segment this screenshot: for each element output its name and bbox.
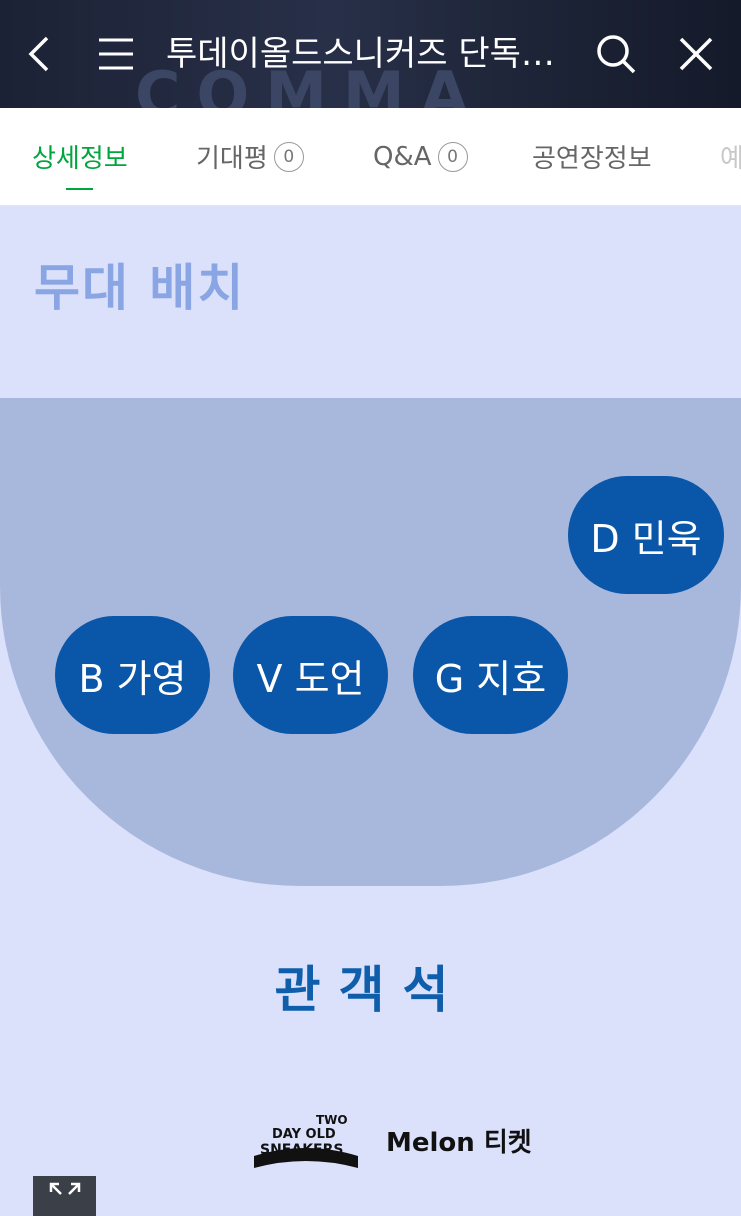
count-badge: 0 [437, 141, 468, 172]
search-icon [597, 35, 636, 74]
svg-text:DAY OLD: DAY OLD [272, 1127, 336, 1142]
header-background-text: COMMA [135, 58, 485, 108]
melon-ticket-logo: Melon 티켓 [386, 1122, 532, 1159]
tab-details[interactable]: 상세정보 [32, 108, 128, 205]
count-badge: 0 [273, 141, 304, 172]
tab-more[interactable]: 예 [720, 108, 741, 205]
ticket-suffix: 티켓 [483, 1128, 532, 1158]
page-title: 투데이올드스니커즈 단독콘서트 [166, 34, 576, 74]
tab-qna[interactable]: Q&A 0 [373, 108, 468, 205]
footer-logos: TWO DAY OLD SNEAKERS Melon 티켓 [250, 1110, 570, 1170]
tab-label: 기대평 [196, 144, 268, 174]
close-icon [679, 37, 713, 71]
close-button[interactable] [668, 24, 724, 84]
menu-button[interactable] [88, 24, 144, 84]
tab-bar: 상세정보 기대평 0 Q&A 0 공연장정보 예 [0, 108, 741, 206]
member-bubble-bass: B 가영 [55, 616, 210, 734]
audience-label: 관객석 [274, 961, 467, 1019]
active-tab-indicator [66, 188, 93, 190]
tab-venue-info[interactable]: 공연장정보 [532, 108, 652, 205]
melon-wordmark: Melon [386, 1128, 475, 1158]
member-bubble-guitar: G 지호 [413, 616, 568, 734]
tab-label: Q&A [373, 141, 432, 172]
tab-label: 상세정보 [32, 144, 128, 174]
tab-label: 공연장정보 [532, 144, 652, 174]
top-bar: COMMA 투데이올드스니커즈 단독콘서트 [0, 0, 741, 108]
section-title: 무대 배치 [34, 259, 246, 317]
search-button[interactable] [588, 24, 644, 84]
chevron-left-icon [28, 36, 49, 72]
svg-text:SNEAKERS: SNEAKERS [260, 1142, 343, 1158]
member-bubble-vocal: V 도언 [233, 616, 388, 734]
member-bubble-drums: D 민욱 [568, 476, 724, 594]
svg-text:TWO: TWO [316, 1113, 348, 1127]
two-day-old-sneakers-logo: TWO DAY OLD SNEAKERS [254, 1113, 358, 1168]
expand-icon [49, 1182, 80, 1195]
tab-label: 예 [720, 144, 741, 174]
back-button[interactable] [12, 24, 68, 84]
tab-reviews[interactable]: 기대평 0 [196, 108, 304, 205]
expand-button[interactable] [33, 1176, 96, 1216]
hamburger-icon [99, 38, 133, 70]
